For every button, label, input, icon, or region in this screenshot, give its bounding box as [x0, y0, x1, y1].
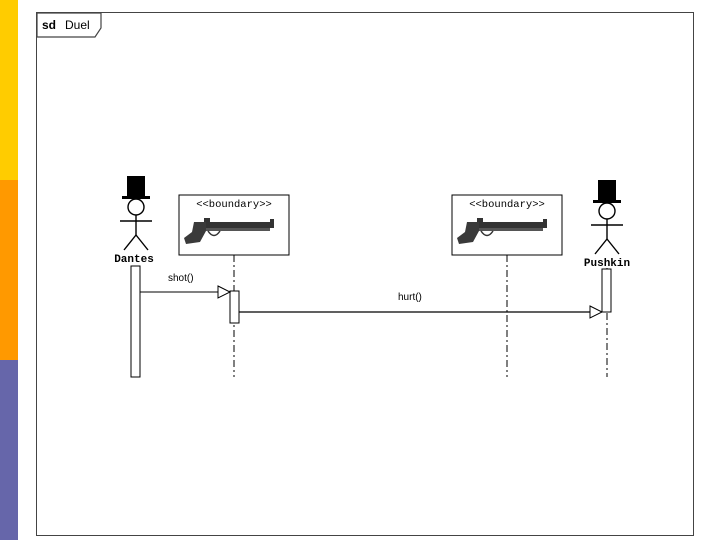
top-hat-icon: [593, 180, 621, 203]
side-stripe-bottom: [0, 360, 18, 540]
activation-bar-pushkin: [601, 268, 612, 313]
stereotype-label-2: <<boundary>>: [469, 199, 545, 211]
arrowhead-icon: [217, 285, 232, 299]
side-stripe-middle: [0, 180, 18, 360]
activation-bar-dantes: [130, 265, 141, 378]
activation-bar-boundary-1: [229, 290, 240, 324]
boundary-object-1: <<boundary>>: [178, 194, 290, 256]
frame-keyword: sd: [42, 18, 56, 32]
message-shot: shot(): [140, 273, 232, 299]
boundary-object-2: <<boundary>>: [451, 194, 563, 256]
top-hat-icon: [122, 176, 150, 199]
message-hurt: hurt(): [239, 292, 604, 319]
actor-label-pushkin: Pushkin: [584, 258, 630, 270]
message-label-hurt: hurt(): [398, 292, 422, 303]
actor-dantes: Dantes: [114, 176, 154, 266]
frame-name: Duel: [65, 18, 90, 32]
frame-label: sd Duel: [36, 12, 102, 38]
sequence-diagram-frame: [36, 12, 694, 536]
message-label-shot: shot(): [168, 273, 194, 284]
actor-label-dantes: Dantes: [114, 254, 154, 266]
side-stripe-top: [0, 0, 18, 180]
arrowhead-icon: [589, 305, 604, 319]
stereotype-label-1: <<boundary>>: [196, 199, 272, 211]
actor-pushkin: Pushkin: [584, 180, 630, 270]
